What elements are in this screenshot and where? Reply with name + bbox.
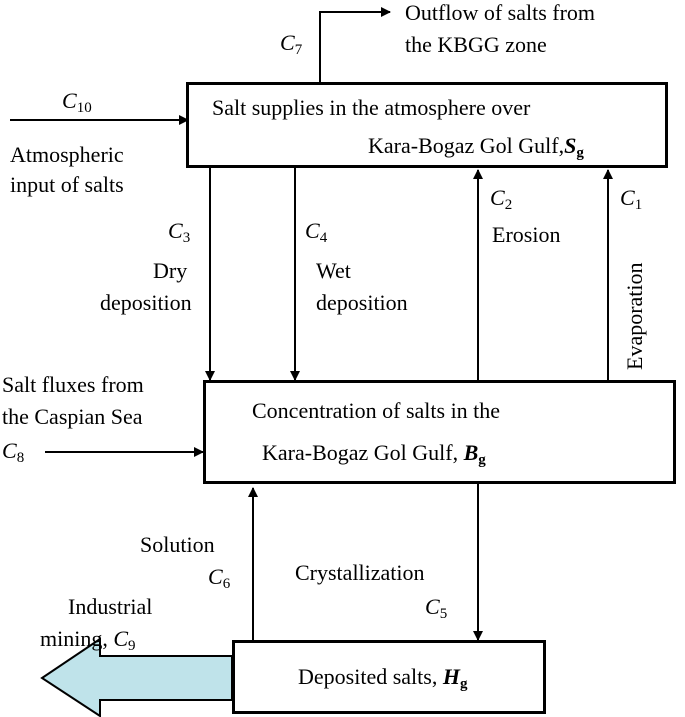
c7-label1: Outflow of salts from bbox=[405, 0, 596, 25]
c3-label1: Dry bbox=[153, 258, 188, 283]
c2-label: Erosion bbox=[492, 222, 561, 247]
deposited-label: Deposited salts, Hg bbox=[298, 664, 468, 692]
atmosphere-line1: Salt supplies in the atmosphere over bbox=[212, 95, 531, 120]
c8-symbol: C8 bbox=[2, 438, 25, 466]
c8-label2: the Caspian Sea bbox=[2, 404, 143, 429]
c2-symbol: C2 bbox=[490, 185, 513, 213]
c5-label: Crystallization bbox=[295, 560, 425, 585]
c8-label1: Salt fluxes from bbox=[2, 372, 144, 397]
gulf-line1: Concentration of salts in the bbox=[252, 398, 501, 423]
c3-symbol: C3 bbox=[168, 218, 191, 246]
c10-symbol: C10 bbox=[62, 88, 92, 116]
arrow-c7-outflow bbox=[319, 7, 391, 82]
c10-label2: input of salts bbox=[10, 172, 124, 197]
c5-symbol: C5 bbox=[425, 594, 448, 622]
c1-label: Evaporation bbox=[622, 262, 647, 370]
gulf-line2: Kara-Bogaz Gol Gulf, Bg bbox=[262, 440, 486, 468]
c4-label2: deposition bbox=[316, 290, 408, 315]
box-atmosphere bbox=[186, 82, 668, 168]
c6-label: Solution bbox=[140, 532, 215, 557]
c9-label2: mining, C9 bbox=[40, 626, 136, 654]
c6-symbol: C6 bbox=[208, 564, 231, 592]
c7-symbol: C7 bbox=[280, 30, 303, 58]
c9-label1: Industrial bbox=[68, 594, 153, 619]
c3-label2: deposition bbox=[100, 290, 192, 315]
box-deposited bbox=[232, 640, 546, 714]
c4-label1: Wet bbox=[316, 258, 351, 283]
c7-label2: the KBGG zone bbox=[405, 32, 547, 57]
c10-label1: Atmospheric bbox=[10, 142, 124, 167]
c1-symbol: C1 bbox=[620, 185, 643, 213]
c4-symbol: C4 bbox=[305, 218, 328, 246]
arrow-c9-mining bbox=[40, 637, 233, 717]
atmosphere-line2: Kara-Bogaz Gol Gulf,Sg bbox=[368, 133, 584, 161]
box-gulf bbox=[203, 380, 676, 484]
